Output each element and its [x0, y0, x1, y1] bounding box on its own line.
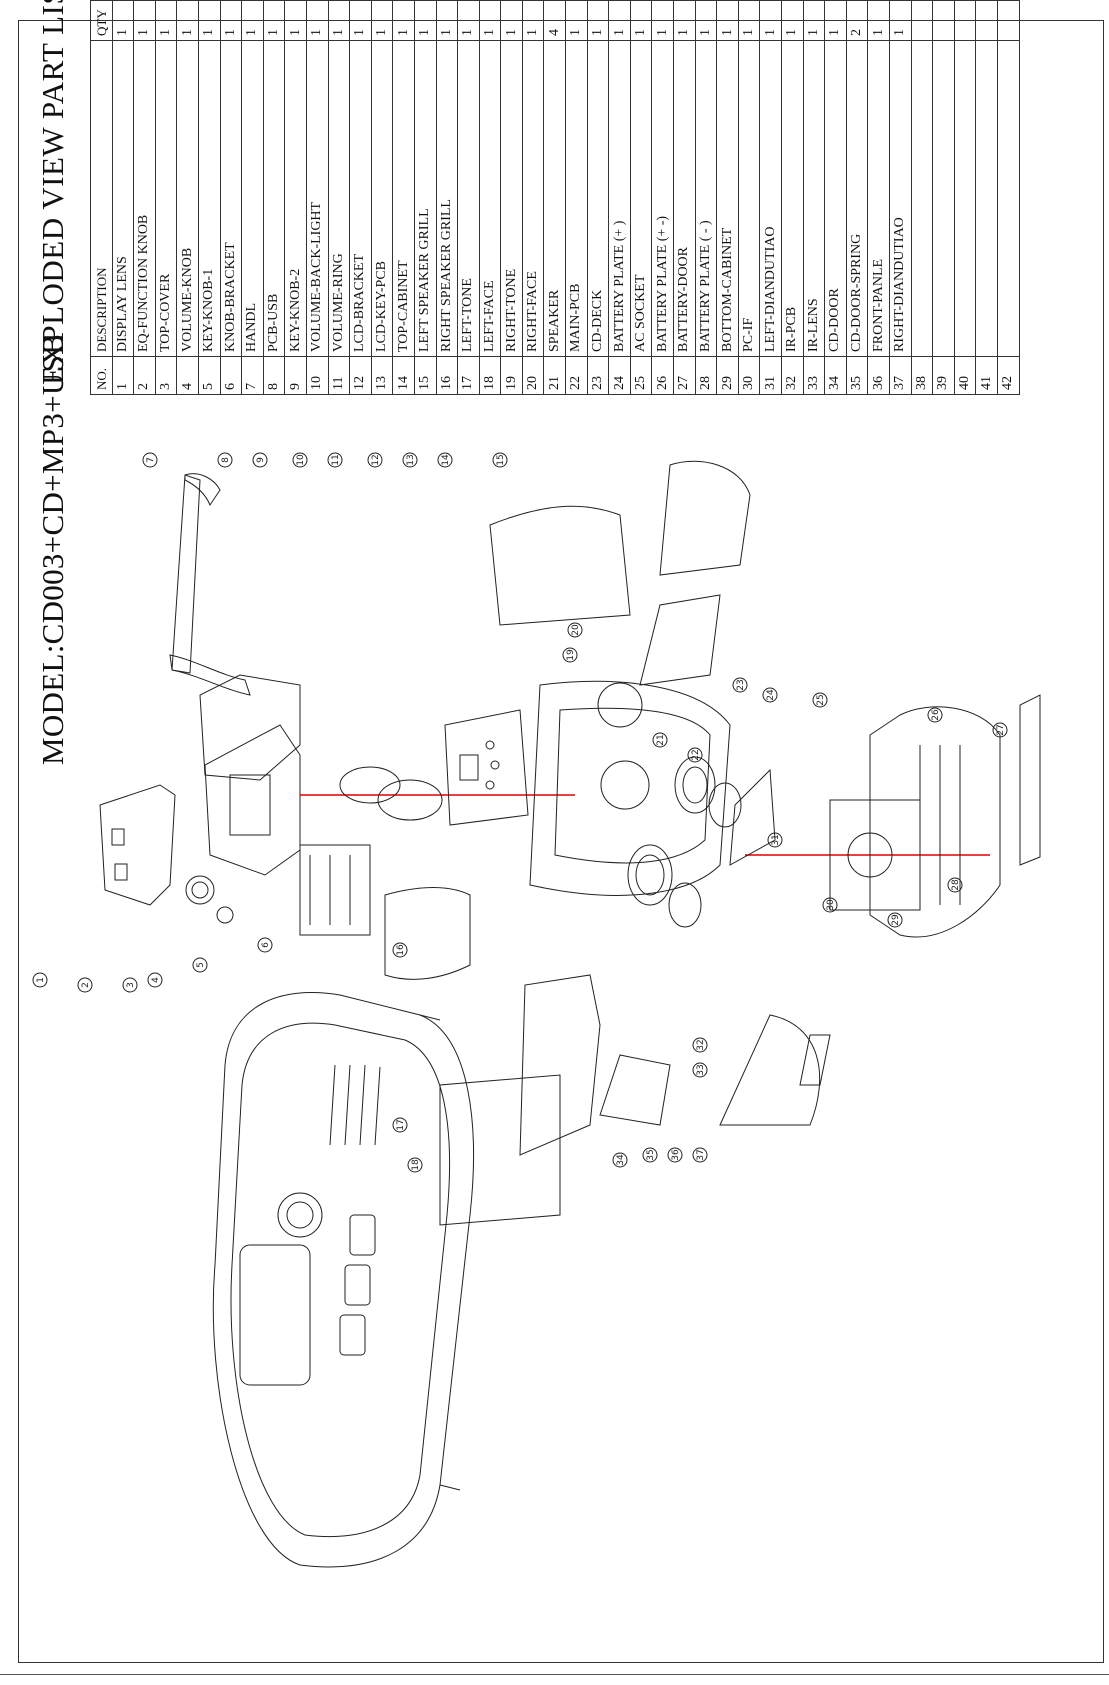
- callout-bubble: [667, 1147, 683, 1163]
- callout-bubble: [562, 647, 578, 663]
- callout-bubble: [407, 1157, 423, 1173]
- callout-bubble: [687, 747, 703, 763]
- right-tone-face-parts: [639, 460, 751, 686]
- callout-bubble: [642, 1147, 658, 1163]
- lcd-key-pcb-part: [444, 709, 529, 826]
- callout-bubble: [887, 912, 903, 928]
- callout-bubble: [217, 452, 233, 468]
- callout-number: 37: [696, 1149, 706, 1160]
- callout-number: 32: [696, 1039, 706, 1050]
- knob-parts: [185, 844, 371, 936]
- callout-bubble: [767, 832, 783, 848]
- callout-number: 25: [816, 694, 826, 705]
- callout-number: 12: [371, 454, 381, 465]
- callout-number: 6: [261, 942, 271, 948]
- display-lens-part: [99, 784, 176, 906]
- callout-number: 23: [736, 679, 746, 690]
- callout-number: 34: [616, 1154, 626, 1166]
- callout-bubble: [252, 452, 268, 468]
- callout-bubble: [147, 972, 163, 988]
- callout-bubble: [327, 452, 343, 468]
- callout-number: 29: [891, 914, 901, 926]
- main-pcb-part: [729, 768, 776, 866]
- callout-bubble: [947, 877, 963, 893]
- callout-bubble: [437, 452, 453, 468]
- callout-number: 27: [996, 724, 1006, 735]
- callout-number: 1: [36, 977, 46, 983]
- callout-number: 8: [221, 457, 231, 463]
- bottom-cabinet-part: [869, 706, 1001, 938]
- sheet-frame: [18, 20, 1104, 1663]
- callout-bubble: [567, 622, 583, 638]
- callout-number: 31: [771, 834, 781, 845]
- callout-bubble: [762, 687, 778, 703]
- callout-number: 13: [406, 454, 416, 465]
- left-tone-face-parts: [439, 974, 601, 1226]
- assembled-unit-illustration: [212, 992, 474, 1568]
- bottom-rule: [0, 1674, 1109, 1675]
- top-cover-part: [199, 674, 301, 876]
- callout-number: 36: [671, 1149, 681, 1161]
- callout-bubble: [392, 1117, 408, 1133]
- callout-number: 4: [151, 977, 161, 983]
- battery-door-part: [1019, 694, 1041, 866]
- callout-bubble: [992, 722, 1008, 738]
- callout-bubble: [812, 692, 828, 708]
- callout-number: 5: [196, 962, 206, 968]
- front-panel-parts: [599, 1014, 831, 1126]
- left-speaker-grill-part: [489, 505, 631, 626]
- callout-number: 3: [126, 982, 136, 988]
- callout-bubble: [402, 452, 418, 468]
- right-speaker-grill-part: [384, 887, 471, 980]
- callout-bubble: [927, 707, 943, 723]
- callout-bubble: [692, 1037, 708, 1053]
- callout-number: 28: [951, 879, 961, 891]
- callout-number: 30: [826, 899, 836, 911]
- callout-number: 26: [931, 709, 941, 721]
- callout-bubble: [822, 897, 838, 913]
- callout-bubble: [392, 942, 408, 958]
- callout-bubble: [257, 937, 273, 953]
- callout-bubble: [122, 977, 138, 993]
- handle-part: [169, 473, 251, 696]
- callout-bubble: [652, 732, 668, 748]
- callout-number: 10: [296, 454, 306, 466]
- callout-number: 20: [571, 624, 581, 636]
- callout-bubble: [692, 1062, 708, 1078]
- callout-number: 11: [331, 454, 341, 465]
- callout-number: 24: [766, 689, 776, 701]
- callout-bubble: [492, 452, 508, 468]
- callout-bubble: [732, 677, 748, 693]
- callout-number: 18: [411, 1159, 421, 1171]
- speaker-parts: [627, 756, 742, 928]
- callout-bubble: [292, 452, 308, 468]
- callout-number: 17: [396, 1119, 406, 1130]
- callout-number: 19: [566, 649, 576, 661]
- callout-number: 35: [646, 1149, 656, 1160]
- callout-number: 9: [256, 457, 266, 463]
- callout-bubble: [142, 452, 158, 468]
- callout-number: 15: [496, 454, 506, 465]
- callout-number: 33: [696, 1064, 706, 1075]
- callout-number: 7: [146, 457, 156, 463]
- callout-bubble: [77, 977, 93, 993]
- volume-parts: [339, 766, 443, 821]
- callout-bubble: [367, 452, 383, 468]
- callout-number: 16: [396, 944, 406, 956]
- callout-bubble: [612, 1152, 628, 1168]
- callout-bubble: [192, 957, 208, 973]
- callout-bubble: [692, 1147, 708, 1163]
- callout-number: 22: [691, 749, 701, 760]
- callout-number: 2: [81, 982, 91, 988]
- callout-number: 21: [656, 734, 666, 745]
- callout-number: 14: [441, 454, 451, 466]
- top-cabinet-part: [529, 680, 731, 896]
- callout-bubble: [32, 972, 48, 988]
